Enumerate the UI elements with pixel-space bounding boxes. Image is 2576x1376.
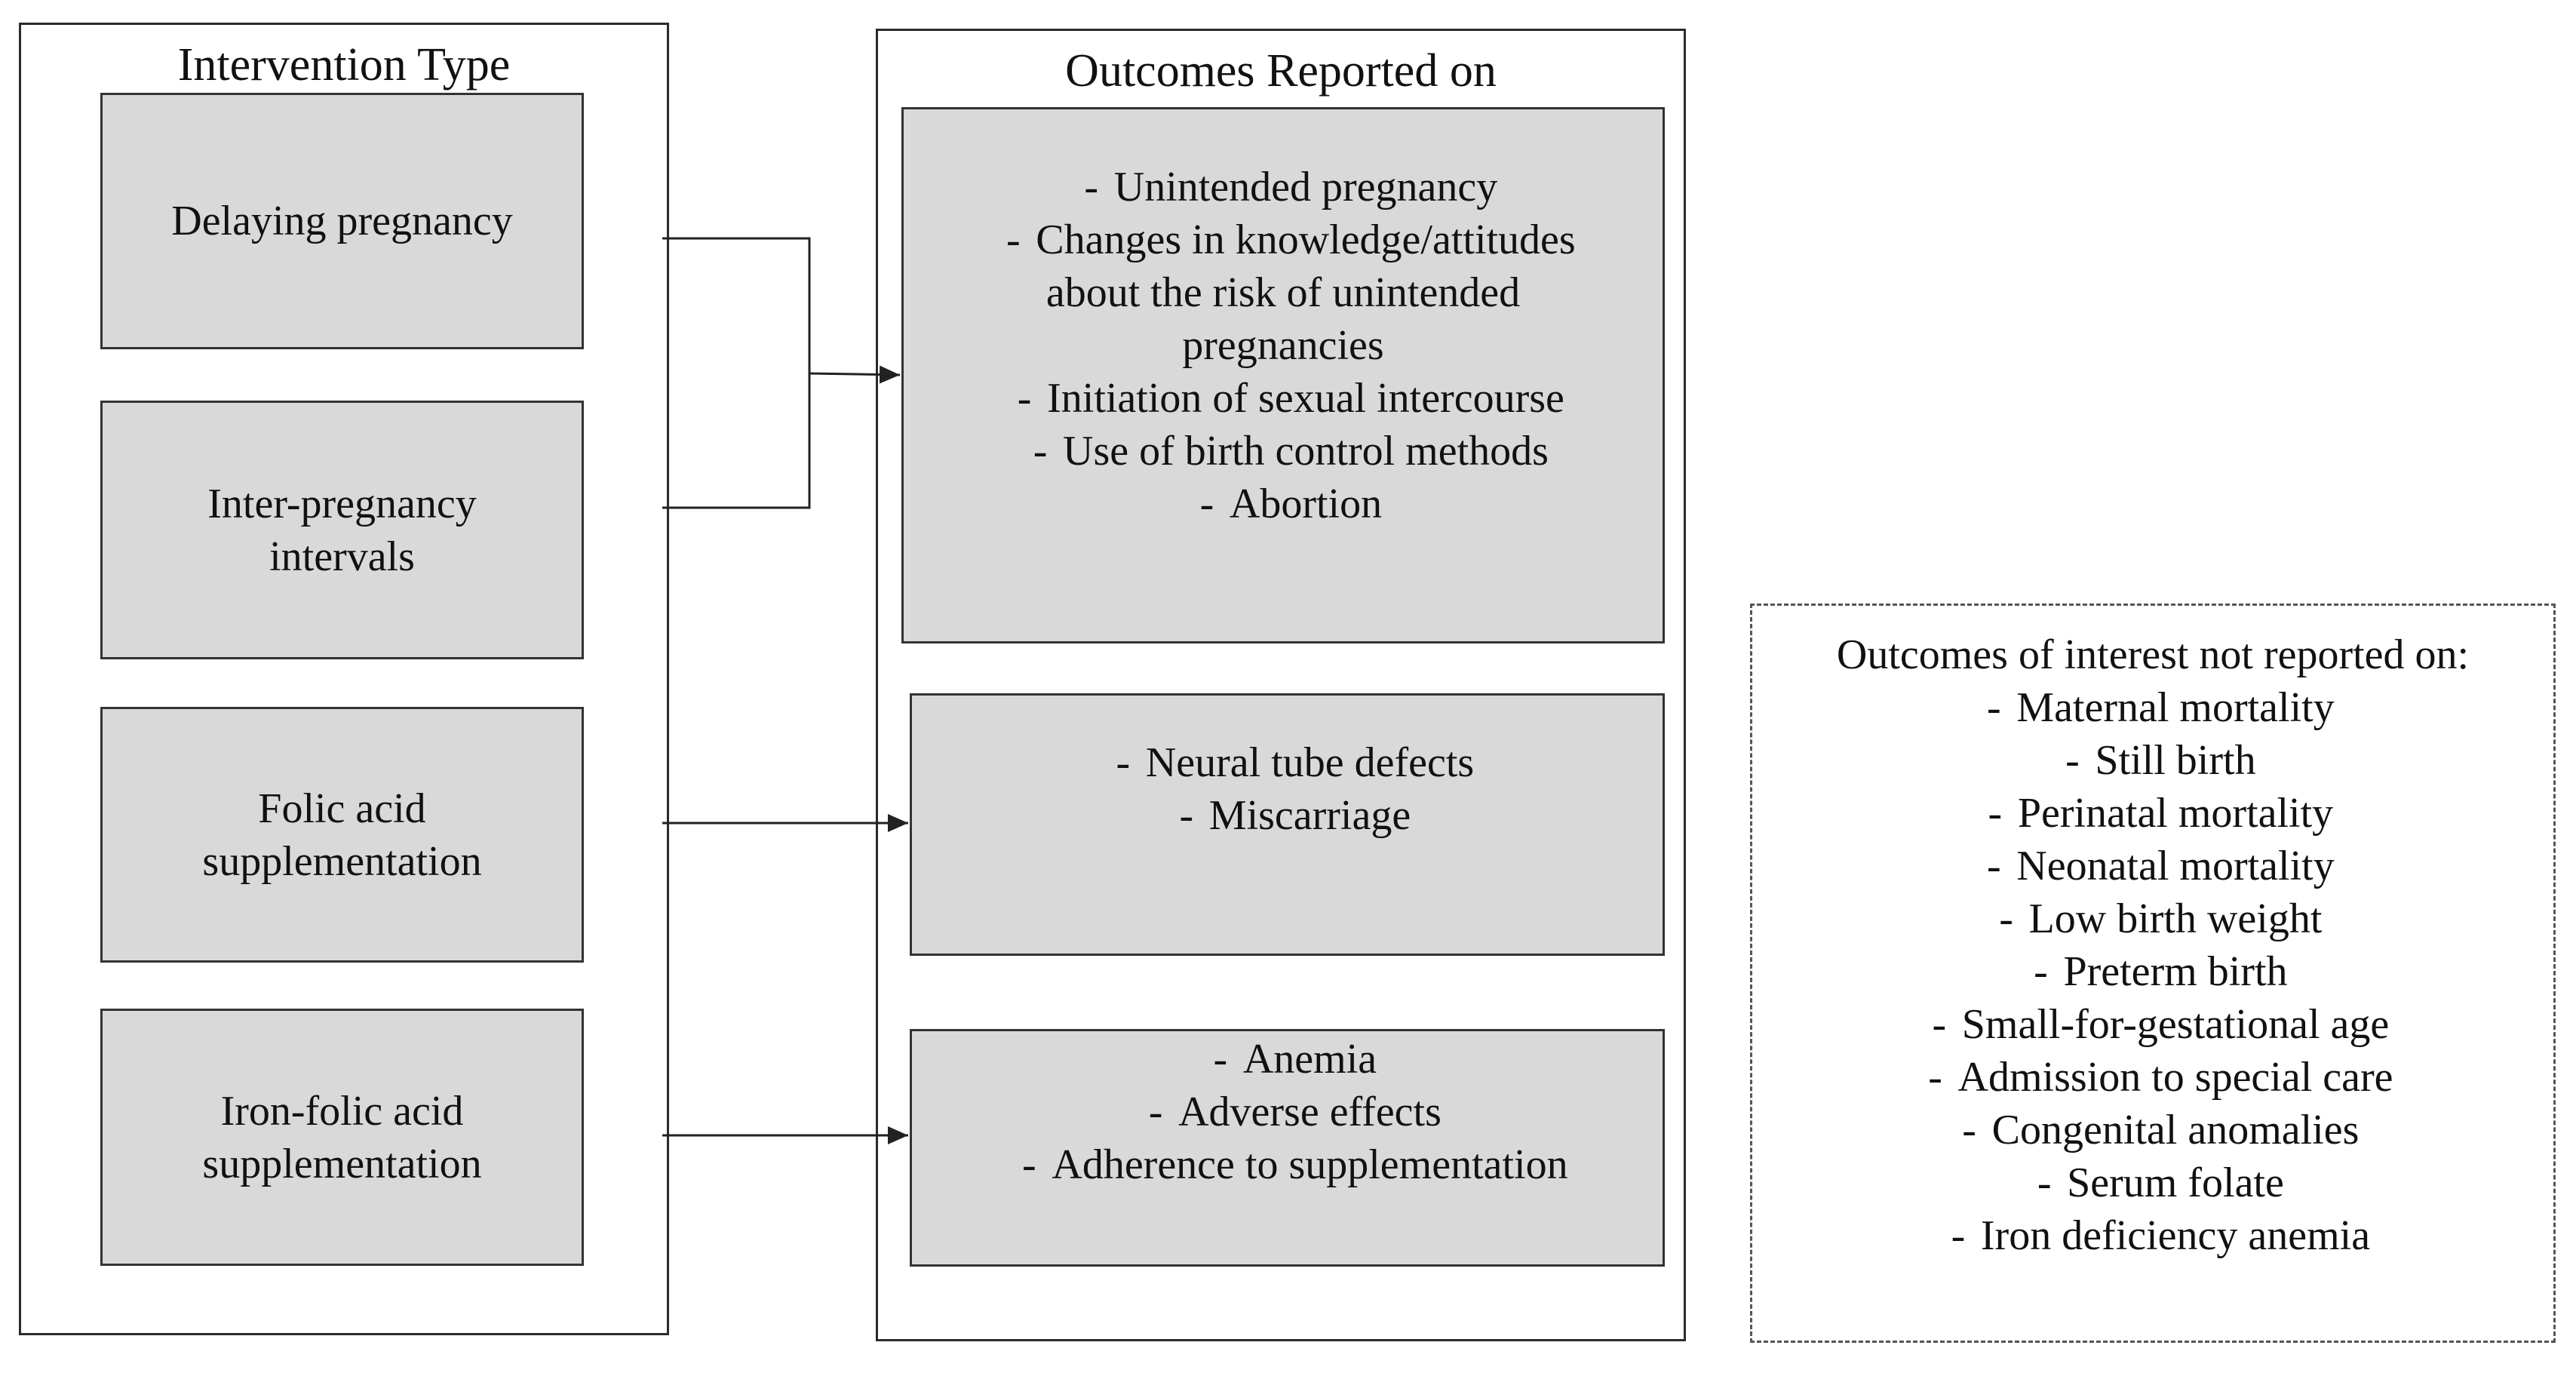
outcome-group-iron: -Anemia -Adverse effects -Adherence to s…: [910, 1029, 1665, 1267]
outcome-item: -Anemia: [1213, 1036, 1377, 1083]
outcome-item: -Initiation of sexual intercourse: [1017, 374, 1564, 422]
intervention-type-title: Intervention Type: [177, 39, 511, 91]
not-reported-item: -Serum folate: [2037, 1159, 2284, 1206]
not-reported-item: -Maternal mortality: [1986, 684, 2335, 731]
bracket-connector: [662, 237, 811, 509]
outcome-item: -Changes in knowledge/attitudes about th…: [1006, 216, 1576, 369]
not-reported-title: Outcomes of interest not reported on:: [1836, 631, 2470, 678]
intervention-label: Delaying pregnancy: [171, 198, 513, 244]
not-reported-item: -Congenital anomalies: [1962, 1107, 2360, 1153]
not-reported-item: -Small-for-gestational age: [1932, 1001, 2390, 1048]
not-reported-item: -Still birth: [2065, 737, 2256, 784]
intervention-delaying-pregnancy: Delaying pregnancy: [100, 93, 584, 349]
intervention-label: Inter-pregnancy intervals: [207, 480, 477, 580]
not-reported-item: -Neonatal mortality: [1986, 843, 2335, 889]
intervention-folic-acid: Folic acid supplementation: [100, 707, 584, 963]
outcome-item: -Adherence to supplementation: [1022, 1141, 1568, 1188]
outcome-list: -Unintended pregnancy -Changes in knowle…: [944, 161, 1623, 530]
not-reported-list: -Maternal mortality -Still birth -Perina…: [1752, 681, 2553, 1262]
outcome-group-folic: -Neural tube defects -Miscarriage: [910, 693, 1665, 956]
arrow-to-pregnancy-outcomes: [809, 365, 901, 384]
not-reported-item: -Iron deficiency anemia: [1951, 1212, 2371, 1259]
not-reported-panel: Outcomes of interest not reported on: -M…: [1750, 604, 2556, 1343]
not-reported-item: -Admission to special care: [1928, 1054, 2393, 1101]
outcomes-reported-title: Outcomes Reported on: [1065, 45, 1497, 97]
outcome-group-pregnancy: -Unintended pregnancy -Changes in knowle…: [901, 107, 1665, 643]
outcome-item: -Unintended pregnancy: [1084, 163, 1498, 210]
intervention-inter-pregnancy-intervals: Inter-pregnancy intervals: [100, 401, 584, 659]
outcome-list: -Neural tube defects -Miscarriage: [1101, 736, 1475, 842]
outcome-item: -Miscarriage: [1179, 791, 1411, 839]
intervention-iron-folic-acid: Iron-folic acid supplementation: [100, 1009, 584, 1266]
outcome-list: -Anemia -Adverse effects -Adherence to s…: [1006, 1033, 1568, 1191]
intervention-label: Folic acid supplementation: [202, 785, 482, 885]
not-reported-item: -Preterm birth: [2034, 948, 2288, 995]
intervention-label: Iron-folic acid supplementation: [202, 1087, 482, 1187]
outcome-item: -Adverse effects: [1148, 1089, 1442, 1135]
not-reported-item: -Perinatal mortality: [1988, 790, 2334, 837]
outcome-item: -Abortion: [1199, 480, 1383, 527]
outcome-item: -Neural tube defects: [1116, 739, 1475, 786]
outcome-item: -Use of birth control methods: [1033, 427, 1549, 475]
not-reported-item: -Low birth weight: [1999, 895, 2323, 942]
